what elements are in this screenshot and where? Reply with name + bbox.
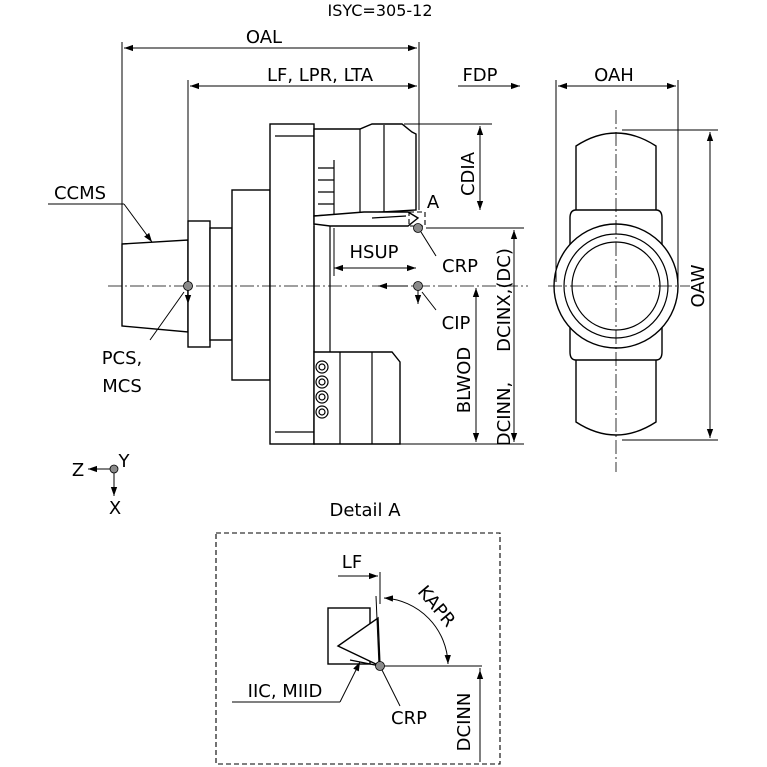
dcinn-side-label: DCINN,	[494, 382, 515, 446]
lf-lpr-lta-label: LF, LPR, LTA	[267, 65, 374, 86]
crp-label: CRP	[442, 256, 478, 277]
screw-icons	[315, 360, 329, 419]
ccms-label: CCMS	[54, 183, 106, 204]
detail-insert	[327, 607, 381, 668]
axis-y-label: Y	[118, 451, 131, 472]
detail-a-title: Detail A	[329, 500, 401, 521]
detail-a-letter: A	[427, 192, 440, 213]
oah-label: OAH	[594, 65, 634, 86]
crp-dot	[413, 223, 423, 233]
fdp-label: FDP	[462, 65, 497, 86]
oaw-label: OAW	[688, 264, 709, 307]
detail-a-marker	[408, 211, 426, 227]
cdia-label: CDIA	[458, 151, 479, 196]
tool-side-view	[121, 123, 420, 445]
tool-front-view	[553, 132, 679, 436]
cip-label: CIP	[442, 313, 471, 334]
coordinate-axes	[88, 464, 119, 496]
detail-crp-dot	[375, 661, 385, 671]
oal-label: OAL	[246, 27, 282, 48]
detail-lf-label: LF	[342, 552, 362, 573]
blwod-label: BLWOD	[454, 347, 475, 414]
hsup-label: HSUP	[350, 242, 399, 263]
dcinx-dc-label: DCINX,(DC)	[494, 248, 515, 352]
axis-x-label: X	[109, 498, 121, 519]
detail-crp-label: CRP	[391, 708, 427, 729]
cip-dot	[413, 281, 423, 291]
pcs-origin-dot	[183, 281, 193, 291]
detail-dcinn-label: DCINN	[454, 693, 475, 752]
axis-z-label: Z	[72, 460, 84, 481]
iic-miid-label: IIC, MIID	[248, 681, 323, 702]
detail-a-frame	[215, 532, 501, 765]
isyc-code: ISYC=305-12	[327, 1, 432, 20]
pcs-label: PCS,	[102, 348, 143, 369]
mcs-label: MCS	[102, 376, 142, 397]
kapr-label: KAPR	[413, 582, 459, 632]
